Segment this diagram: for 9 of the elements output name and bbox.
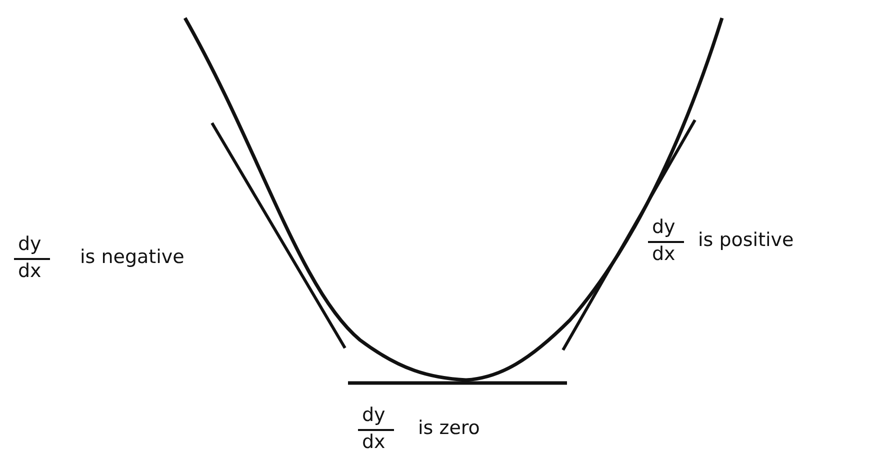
fraction-numerator: dy xyxy=(362,404,386,426)
math-label: is zero xyxy=(418,417,480,439)
math-label: is negative xyxy=(80,246,184,268)
fraction-denominator: dx xyxy=(362,431,386,453)
fraction-denominator: dx xyxy=(652,243,676,265)
fraction-numerator: dy xyxy=(652,216,676,238)
fraction-denominator: dx xyxy=(18,260,42,282)
fraction-numerator: dy xyxy=(18,233,42,255)
math-label: is positive xyxy=(698,229,794,251)
